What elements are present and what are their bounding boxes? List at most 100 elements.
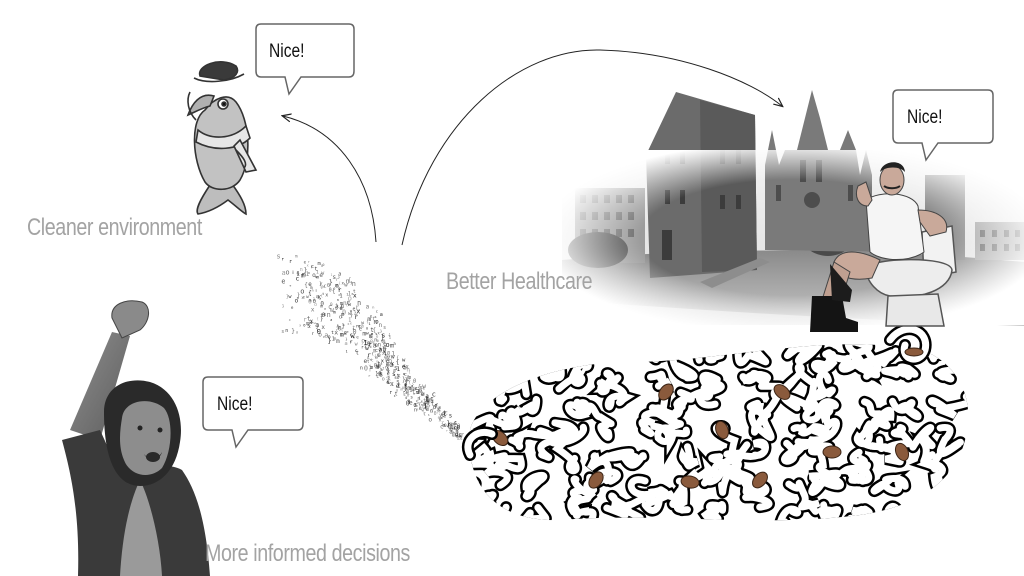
particle: w [351,332,356,340]
particle: o [303,323,306,328]
maze-channel [492,452,525,473]
maze-channel [587,452,613,485]
maze-channel [790,423,831,437]
particle: e [402,364,406,371]
maze-pellet [680,475,700,489]
particle: } [304,268,308,274]
particle: m [341,312,344,318]
maze-pellet [894,442,910,462]
particle: r [367,352,371,359]
particle: } [286,294,289,300]
particle: r [421,403,423,407]
particle: a [411,383,414,388]
particle: o [433,403,437,411]
particle: s [338,287,341,292]
caption-informed-decisions: More informed decisions [205,540,410,567]
particle: o [376,333,379,338]
particle: x [299,324,301,328]
particle: o [426,403,430,410]
particle: 1 [416,388,420,396]
bubble-outline [255,23,355,96]
particle: 1 [424,395,428,403]
particle: c [454,425,458,432]
particle: t [356,351,359,357]
particle: a [308,270,310,275]
particle: { [317,316,319,320]
caption-better-healthcare: Better Healthcare [446,268,593,295]
particle: x [391,361,395,368]
maze-pellet [752,471,768,489]
maze-channel [739,369,771,389]
particle: o [412,388,414,392]
particle: o [457,422,461,429]
maze-channel [927,387,969,419]
particle: s [449,413,453,420]
maze-channel [679,443,700,470]
particle: c [416,404,418,408]
bubble-outline [202,376,304,449]
particle: t [431,402,434,408]
maze-channel [638,409,684,438]
particle: s [281,329,284,335]
particle: t [320,313,323,319]
particle: s [394,394,396,398]
particle: w [412,386,414,390]
particle: x [436,406,440,413]
particle: m [310,286,313,291]
particle: { [408,377,411,383]
particle: n [312,288,314,292]
particle: t [451,427,454,432]
particle: t [331,330,334,336]
particle: o [377,353,379,357]
particle: o [348,295,352,303]
particle: r [446,429,448,433]
particle: w [366,332,369,337]
maze-channel [847,461,873,485]
maze-channel [598,374,636,411]
particle: a [296,329,299,334]
particle: } [439,415,442,421]
particle: x [371,332,373,336]
particle: 1 [391,351,395,357]
particle: 0 [426,396,430,404]
particle: e [423,386,425,390]
particle: { [374,354,377,359]
particle: m [416,408,418,412]
particle: { [321,293,323,298]
particle: { [372,351,374,356]
particle: c [405,379,408,384]
particle: s [315,289,317,293]
particle: n [455,430,459,436]
particle: o [328,335,331,340]
particle: n [337,298,339,302]
particle: } [297,292,300,298]
particle: c [423,401,426,406]
particle: n [406,366,410,373]
particle: r [281,258,284,263]
particle: e [421,391,425,398]
particle: 0 [366,326,369,331]
particle: n [379,323,383,329]
particle: e [356,334,359,339]
particle: x [342,281,345,286]
particle: 1 [340,294,343,300]
particle: n [327,311,331,319]
particle: a [426,393,429,399]
particle: n [357,299,361,307]
particle: } [354,310,357,316]
particle: r [311,331,314,336]
particle: t [372,317,375,323]
particle: n [413,392,415,396]
particle: m [439,406,442,411]
particle: 0 [313,299,316,305]
particle: m [320,304,323,309]
particle: x [439,417,442,423]
particle: n [372,305,374,310]
particle: c [355,349,358,354]
particle: c [344,331,347,336]
particle: { [315,324,319,332]
particle: a [309,318,313,326]
particle: e [308,282,312,288]
maze-pellet [658,383,674,401]
particle: r [425,405,428,411]
